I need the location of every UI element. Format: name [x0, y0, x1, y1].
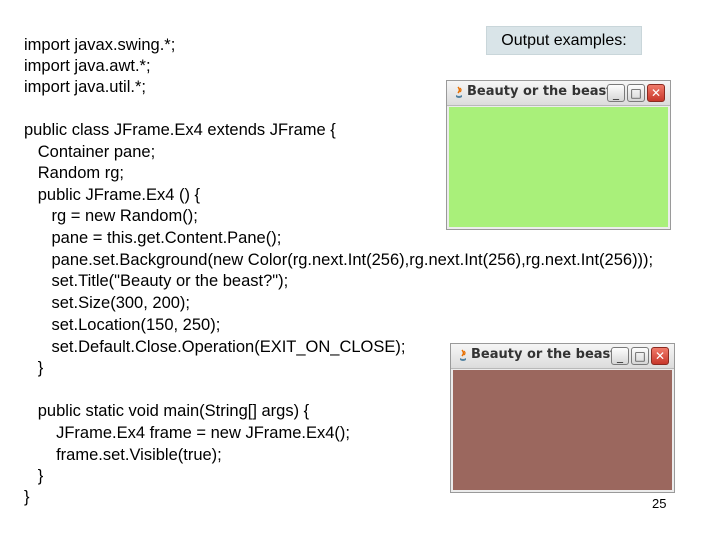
- window-titlebar[interactable]: Beauty or the beast? _ □ ✕: [447, 81, 670, 106]
- window-content-pane: [453, 370, 672, 490]
- minimize-button[interactable]: _: [611, 347, 629, 365]
- code-line: }: [24, 467, 44, 485]
- code-line: import javax.swing.*;: [24, 36, 176, 54]
- code-line: public class JFrame.Ex4 extends JFrame {: [24, 121, 336, 139]
- code-line: set.Location(150, 250);: [24, 316, 221, 334]
- window-titlebar[interactable]: Beauty or the beast? _ □ ✕: [451, 344, 674, 369]
- code-line: rg = new Random();: [24, 207, 198, 225]
- page-number: 25: [652, 496, 667, 511]
- code-line: frame.set.Visible(true);: [24, 446, 222, 464]
- window-title: Beauty or the beast?: [471, 347, 625, 362]
- code-line: set.Size(300, 200);: [24, 294, 191, 312]
- minimize-button[interactable]: _: [607, 84, 625, 102]
- code-line: }: [24, 488, 30, 506]
- code-line: import java.util.*;: [24, 78, 146, 96]
- window-content-pane: [449, 107, 668, 227]
- example-window-brown: Beauty or the beast? _ □ ✕: [450, 343, 675, 493]
- code-line: set.Title("Beauty or the beast?");: [24, 272, 289, 290]
- close-button[interactable]: ✕: [647, 84, 665, 102]
- code-line: pane.set.Background(new Color(rg.next.In…: [24, 251, 654, 269]
- close-button[interactable]: ✕: [651, 347, 669, 365]
- window-title: Beauty or the beast?: [467, 84, 621, 99]
- output-examples-label: Output examples:: [486, 26, 642, 55]
- code-line: import java.awt.*;: [24, 57, 151, 75]
- java-icon: [456, 86, 462, 98]
- code-line: }: [24, 359, 44, 377]
- code-line: public static void main(String[] args) {: [24, 402, 310, 420]
- code-line: set.Default.Close.Operation(EXIT_ON_CLOS…: [24, 338, 406, 356]
- code-line: pane = this.get.Content.Pane();: [24, 229, 282, 247]
- java-icon: [460, 349, 466, 361]
- maximize-button[interactable]: □: [627, 84, 645, 102]
- example-window-green: Beauty or the beast? _ □ ✕: [446, 80, 671, 230]
- code-line: Container pane;: [24, 143, 156, 161]
- code-line: JFrame.Ex4 frame = new JFrame.Ex4();: [24, 424, 350, 442]
- code-line: Random rg;: [24, 164, 124, 182]
- maximize-button[interactable]: □: [631, 347, 649, 365]
- code-line: public JFrame.Ex4 () {: [24, 186, 201, 204]
